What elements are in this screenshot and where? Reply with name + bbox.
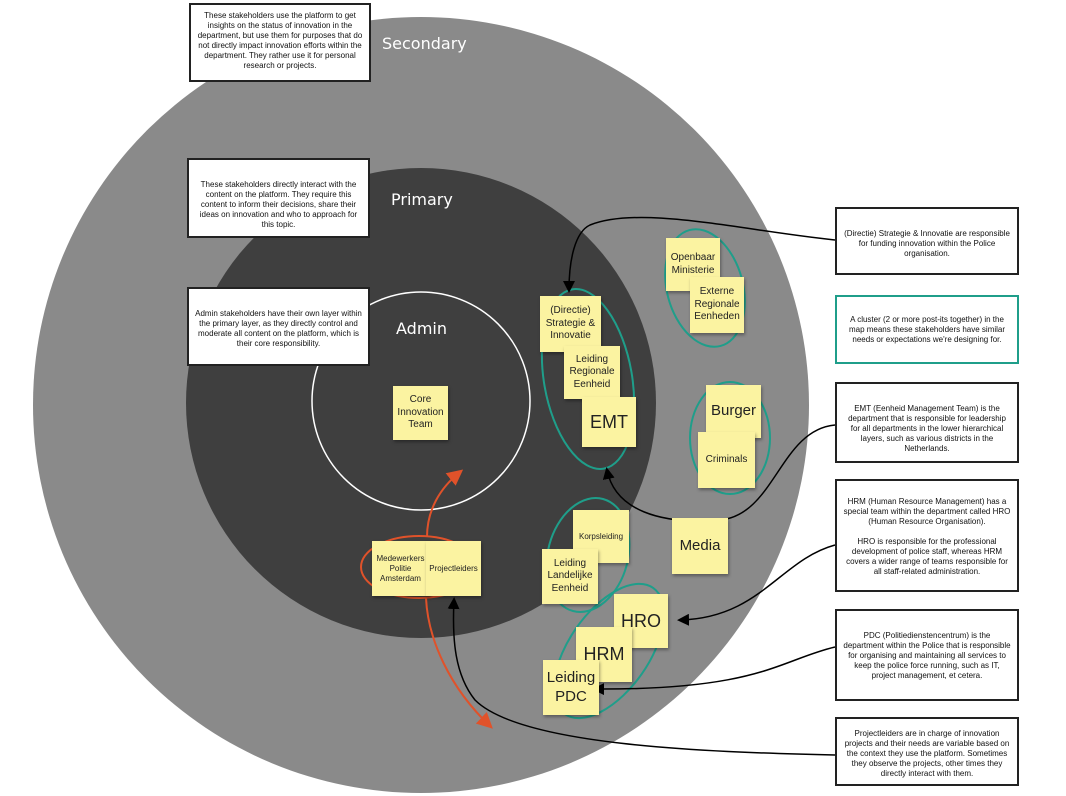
cluster-outline-burger-criminals (689, 381, 771, 495)
connector-directie (563, 216, 836, 293)
primary-description: These stakeholders directly interact wit… (187, 158, 370, 238)
sticky-leiding-pdc: Leiding PDC (543, 660, 599, 715)
sticky-media: Media (672, 518, 728, 574)
sticky-hro: HRO (614, 594, 668, 648)
sticky-externe-regionale-eenheden: Externe Regionale Eenheden (690, 277, 744, 333)
annotation-directie: (Directie) Strategie & Innovatie are res… (835, 207, 1019, 275)
sticky-directie-strategie-innovatie: (Directie) Strategie & Innovatie (540, 296, 601, 352)
sticky-emt: EMT (582, 397, 636, 447)
annotation-pdc: PDC (Politiedienstencentrum) is the depa… (835, 609, 1019, 701)
movement-arrow-down (425, 597, 493, 729)
movement-arrow-up (426, 469, 464, 538)
secondary-description: These stakeholders use the platform to g… (189, 3, 371, 82)
annotation-emt: EMT (Eenheid Management Team) is the dep… (835, 382, 1019, 463)
sticky-leiding-landelijke-eenheid: Leiding Landelijke Eenheid (542, 549, 598, 604)
sticky-core-innovation-team: Core Innovation Team (393, 386, 448, 440)
annotation-projectleiders: Projectleiders are in charge of innovati… (835, 717, 1019, 786)
cluster-outline-korpsleiding (545, 497, 631, 613)
annotation-hrm: HRM (Human Resource Management) has a sp… (835, 479, 1019, 592)
connector-pdc (592, 646, 836, 696)
sticky-projectleiders: Projectleiders (426, 541, 481, 596)
sticky-burger: Burger (706, 385, 761, 438)
connector-projectleiders (447, 597, 836, 756)
sticky-medewerkers-politie-amsterdam: Medewerkers Politie Amsterdam (372, 541, 429, 596)
annotation-cluster: A cluster (2 or more post-its together) … (835, 295, 1019, 364)
connector-hrm (677, 544, 836, 626)
ring-label-admin: Admin (396, 319, 447, 338)
admin-description: Admin stakeholders have their own layer … (187, 287, 370, 366)
ring-label-secondary: Secondary (382, 34, 467, 53)
ring-label-primary: Primary (391, 190, 453, 209)
sticky-leiding-regionale-eenheid: Leiding Regionale Eenheid (564, 346, 620, 399)
sticky-criminals: Criminals (698, 432, 755, 488)
